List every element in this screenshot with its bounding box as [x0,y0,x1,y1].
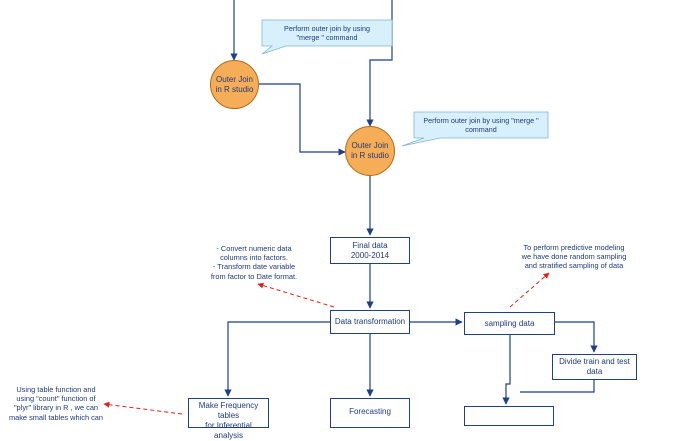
connector-sampling-to-lower-box [502,335,511,405]
divide-train-test-box: Divide train and test data [552,354,637,380]
dashed-arrow-transformation-note [257,282,335,308]
dashed-arrow-sampling-note [509,272,550,308]
flowchart: Perform outer join by using "merge " com… [9,0,637,440]
sampling-data-box: sampling data [464,312,555,335]
connector-transformation-to-frequency [224,321,330,397]
sampling-note: To perform predictive modeling we have d… [521,243,627,271]
connector-into-outer-join-2 [366,0,393,127]
connector-divide-to-lower-box [520,380,595,393]
callout-merge-2: Perform outer join by using "merge " com… [423,115,539,134]
outer-join-node-2: Outer Join in R studio [345,126,395,176]
connector-sampling-to-divide [555,321,598,353]
table-note: Using table function and using "count" f… [8,385,104,422]
callout-bubble-merge-2 [401,111,549,147]
final-data-box: Final data 2000-2014 [330,237,410,264]
data-transformation-box: Data transformation [330,310,410,334]
callout-bubble-merge-1 [261,19,393,55]
connector-outer-join-1-to-2 [259,83,346,156]
outer-join-node-1: Outer Join in R studio [210,60,259,109]
dashed-arrow-table-note [103,401,183,415]
lower-right-box [464,406,554,426]
forecasting-box: Forecasting [330,398,410,428]
callout-merge-1: Perform outer join by using "merge " com… [284,23,370,42]
transformation-note: - Convert numeric data columns into fact… [210,244,298,281]
frequency-tables-box: Make Frequency tables for Inferential an… [188,398,269,440]
connector-layer [103,0,598,415]
